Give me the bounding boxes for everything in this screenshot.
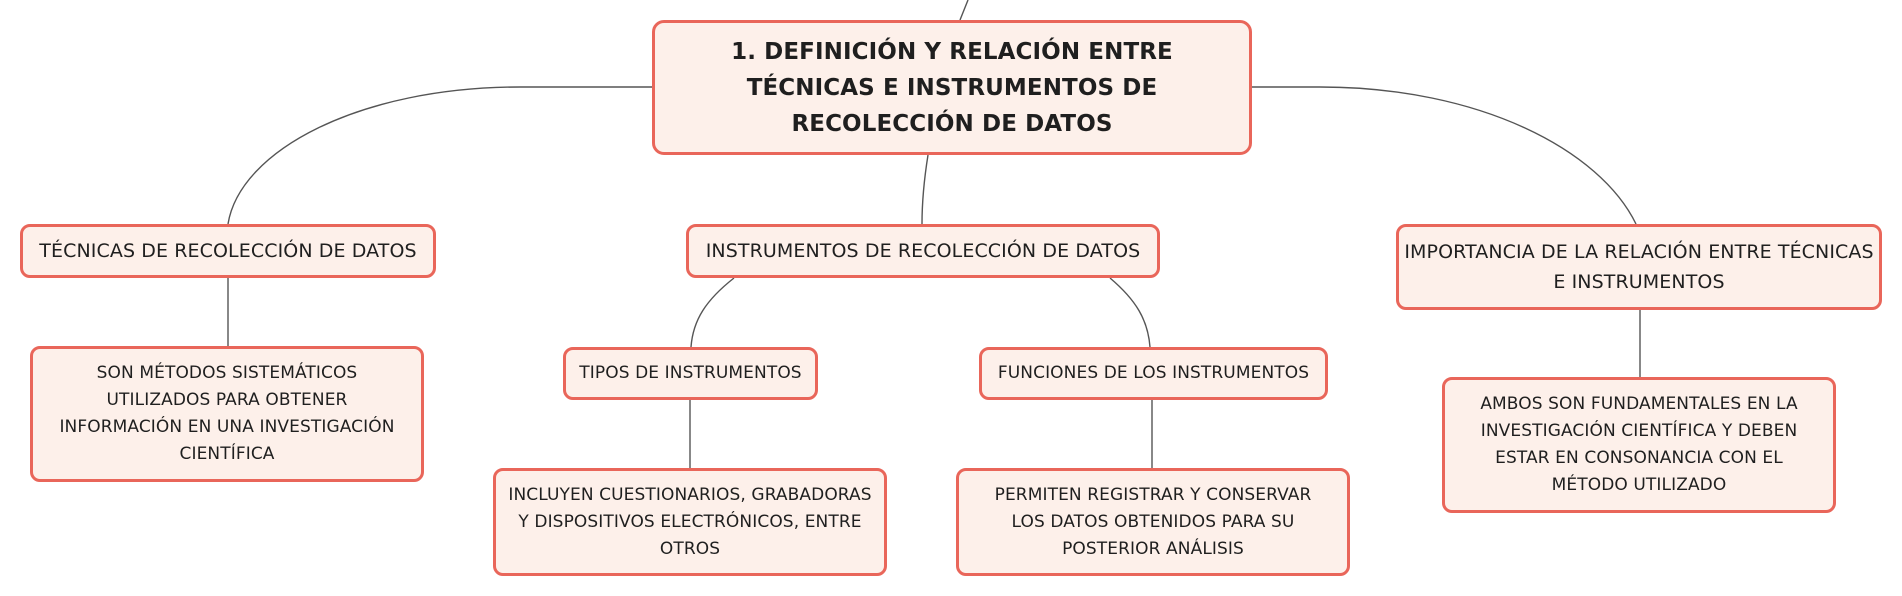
central-topic-node[interactable]: 1. DEFINICIÓN Y RELACIÓN ENTRE TÉCNICAS … bbox=[652, 20, 1252, 155]
tecnicas-detail-node[interactable]: SON MÉTODOS SISTEMÁTICOS UTILIZADOS PARA… bbox=[30, 346, 424, 482]
funciones-detail-text: PERMITEN REGISTRAR Y CONSERVAR LOS DATOS… bbox=[994, 484, 1312, 559]
connector-instrumentos-to-funciones bbox=[1109, 277, 1151, 348]
connector-central-to-instrumentos bbox=[921, 154, 929, 225]
tecnicas-node[interactable]: TÉCNICAS DE RECOLECCIÓN DE DATOS bbox=[20, 224, 436, 278]
importancia-label: IMPORTANCIA DE LA RELACIÓN ENTRE TÉCNICA… bbox=[1404, 241, 1874, 293]
instrumentos-node[interactable]: INSTRUMENTOS DE RECOLECCIÓN DE DATOS bbox=[686, 224, 1160, 278]
importancia-detail-text: AMBOS SON FUNDAMENTALES EN LA INVESTIGAC… bbox=[1480, 394, 1798, 495]
tipos-label: TIPOS DE INSTRUMENTOS bbox=[579, 363, 802, 383]
funciones-label: FUNCIONES DE LOS INSTRUMENTOS bbox=[997, 363, 1310, 383]
connector-central-to-tecnicas bbox=[227, 86, 652, 225]
instrumentos-label: INSTRUMENTOS DE RECOLECCIÓN DE DATOS bbox=[705, 240, 1141, 262]
importancia-detail-node[interactable]: AMBOS SON FUNDAMENTALES EN LA INVESTIGAC… bbox=[1442, 377, 1836, 513]
central-topic-text: 1. DEFINICIÓN Y RELACIÓN ENTRE TÉCNICAS … bbox=[731, 38, 1173, 137]
connector-instrumentos-to-tipos bbox=[690, 277, 735, 348]
tecnicas-label: TÉCNICAS DE RECOLECCIÓN DE DATOS bbox=[39, 240, 417, 262]
funciones-node[interactable]: FUNCIONES DE LOS INSTRUMENTOS bbox=[979, 347, 1328, 400]
connector-parent-to-central bbox=[959, 0, 969, 21]
tipos-detail-node[interactable]: INCLUYEN CUESTIONARIOS, GRABADORAS Y DIS… bbox=[493, 468, 887, 576]
tipos-detail-text: INCLUYEN CUESTIONARIOS, GRABADORAS Y DIS… bbox=[508, 484, 872, 559]
funciones-detail-node[interactable]: PERMITEN REGISTRAR Y CONSERVAR LOS DATOS… bbox=[956, 468, 1350, 576]
tipos-node[interactable]: TIPOS DE INSTRUMENTOS bbox=[563, 347, 818, 400]
importancia-node[interactable]: IMPORTANCIA DE LA RELACIÓN ENTRE TÉCNICA… bbox=[1396, 224, 1882, 310]
tecnicas-detail-text: SON MÉTODOS SISTEMÁTICOS UTILIZADOS PARA… bbox=[59, 363, 395, 464]
connector-central-to-importancia bbox=[1251, 86, 1637, 225]
